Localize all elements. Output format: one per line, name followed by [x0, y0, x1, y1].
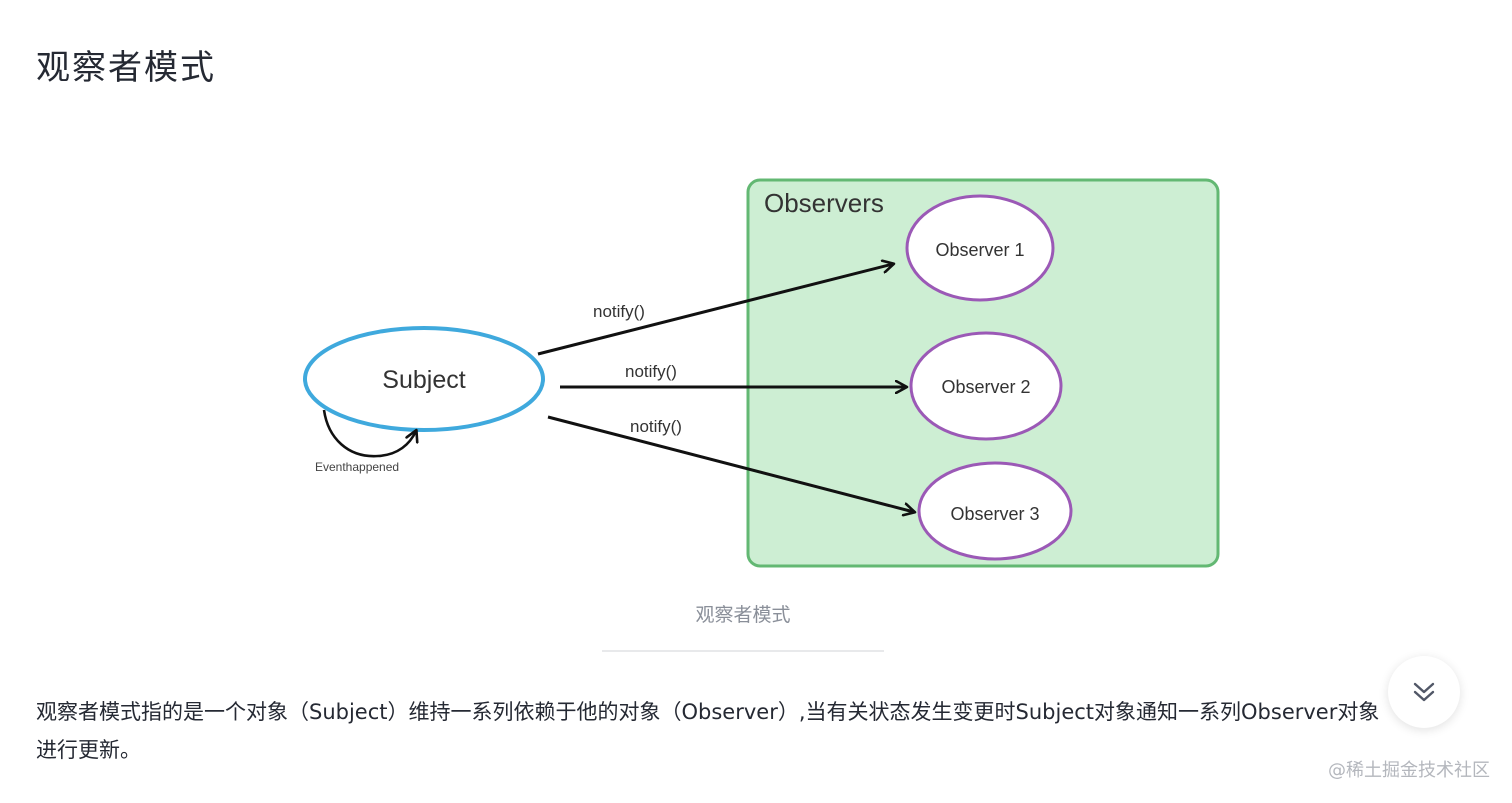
- notify-label-3: notify(): [630, 417, 682, 436]
- observer-label-3: Observer 3: [950, 504, 1039, 524]
- observers-group-label: Observers: [764, 188, 884, 218]
- observer-label-1: Observer 1: [935, 240, 1024, 260]
- paragraph-line-1: 观察者模式指的是一个对象（Subject）维持一系列依赖于他的对象（Observ…: [36, 700, 1380, 724]
- figure-caption: 观察者模式: [695, 604, 791, 626]
- observer-pattern-figure: Observers Subject Eventhappened Observer…: [290, 168, 1230, 578]
- notify-arrow-3: [547, 415, 914, 512]
- observer-node-3: [917, 461, 1073, 561]
- article-paragraph: 观察者模式指的是一个对象（Subject）维持一系列依赖于他的对象（Observ…: [36, 693, 1396, 769]
- self-loop-label: Eventhappened: [315, 460, 399, 474]
- notify-label-2: notify(): [625, 362, 677, 381]
- paragraph-line-2: 进行更新。: [36, 738, 141, 762]
- observer-node-2: [909, 331, 1063, 441]
- article-heading: 观察者模式: [36, 47, 216, 88]
- observer-pattern-diagram: Observers Subject Eventhappened Observer…: [303, 178, 1220, 568]
- notify-arrow-1: [537, 264, 893, 356]
- scroll-down-button[interactable]: [1388, 656, 1460, 728]
- observer-node-1: [905, 194, 1055, 302]
- observer-label-2: Observer 2: [941, 377, 1030, 397]
- source-watermark: @稀土掘金技术社区: [1328, 760, 1490, 781]
- subject-node: [303, 326, 545, 432]
- double-chevron-down-icon: [1413, 682, 1435, 702]
- subject-label: Subject: [382, 366, 465, 394]
- event-self-loop: [322, 409, 416, 458]
- caption-divider: [602, 650, 884, 652]
- notify-label-1: notify(): [593, 302, 645, 321]
